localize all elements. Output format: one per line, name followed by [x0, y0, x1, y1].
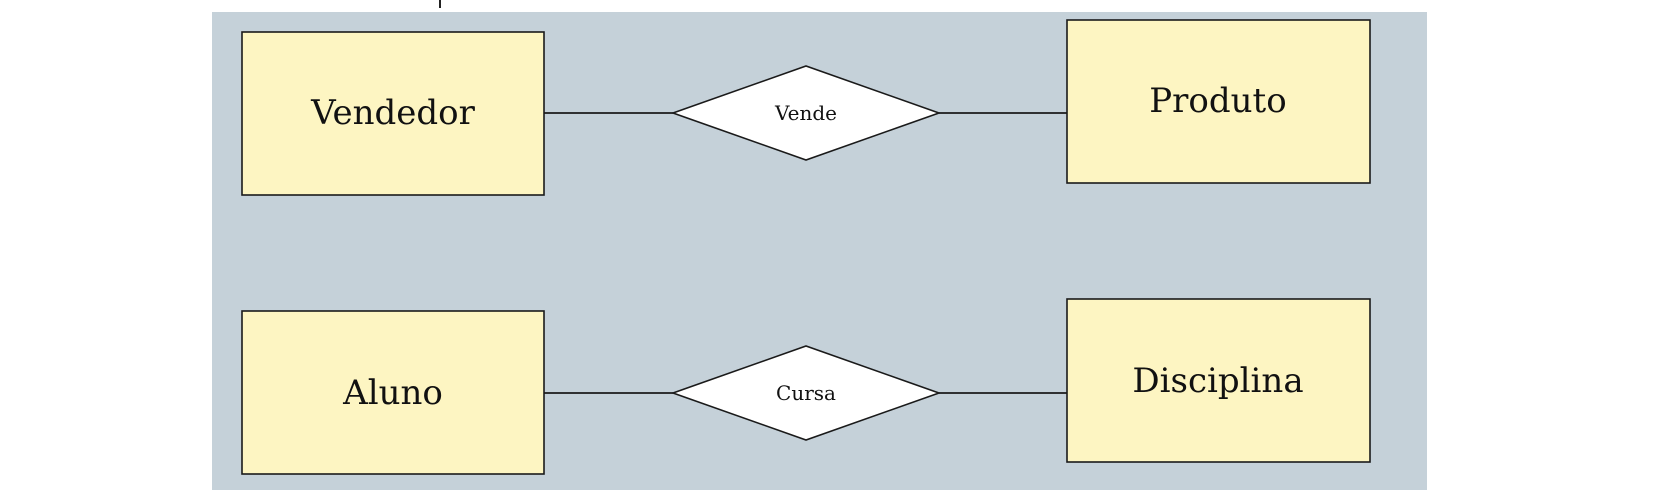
relationship-cursa[interactable]: Cursa [670, 345, 942, 441]
entity-produto[interactable]: Produto [1066, 19, 1371, 184]
entity-produto-label: Produto [1149, 81, 1286, 121]
relationship-cursa-label: Cursa [776, 381, 836, 405]
entity-vendedor-label: Vendedor [310, 93, 476, 133]
relationship-vende[interactable]: Vende [670, 65, 942, 161]
entity-aluno[interactable]: Aluno [241, 310, 545, 475]
relationship-row-vende: Vendedor Vende Produto [241, 19, 1371, 196]
entity-disciplina-label: Disciplina [1132, 361, 1303, 401]
entity-disciplina[interactable]: Disciplina [1066, 298, 1371, 463]
relationship-row-cursa: Aluno Cursa Disciplina [241, 298, 1371, 475]
top-edge-mark [439, 0, 441, 8]
entity-aluno-label: Aluno [342, 373, 443, 413]
entity-vendedor[interactable]: Vendedor [241, 31, 545, 196]
relationship-vende-label: Vende [774, 101, 837, 125]
